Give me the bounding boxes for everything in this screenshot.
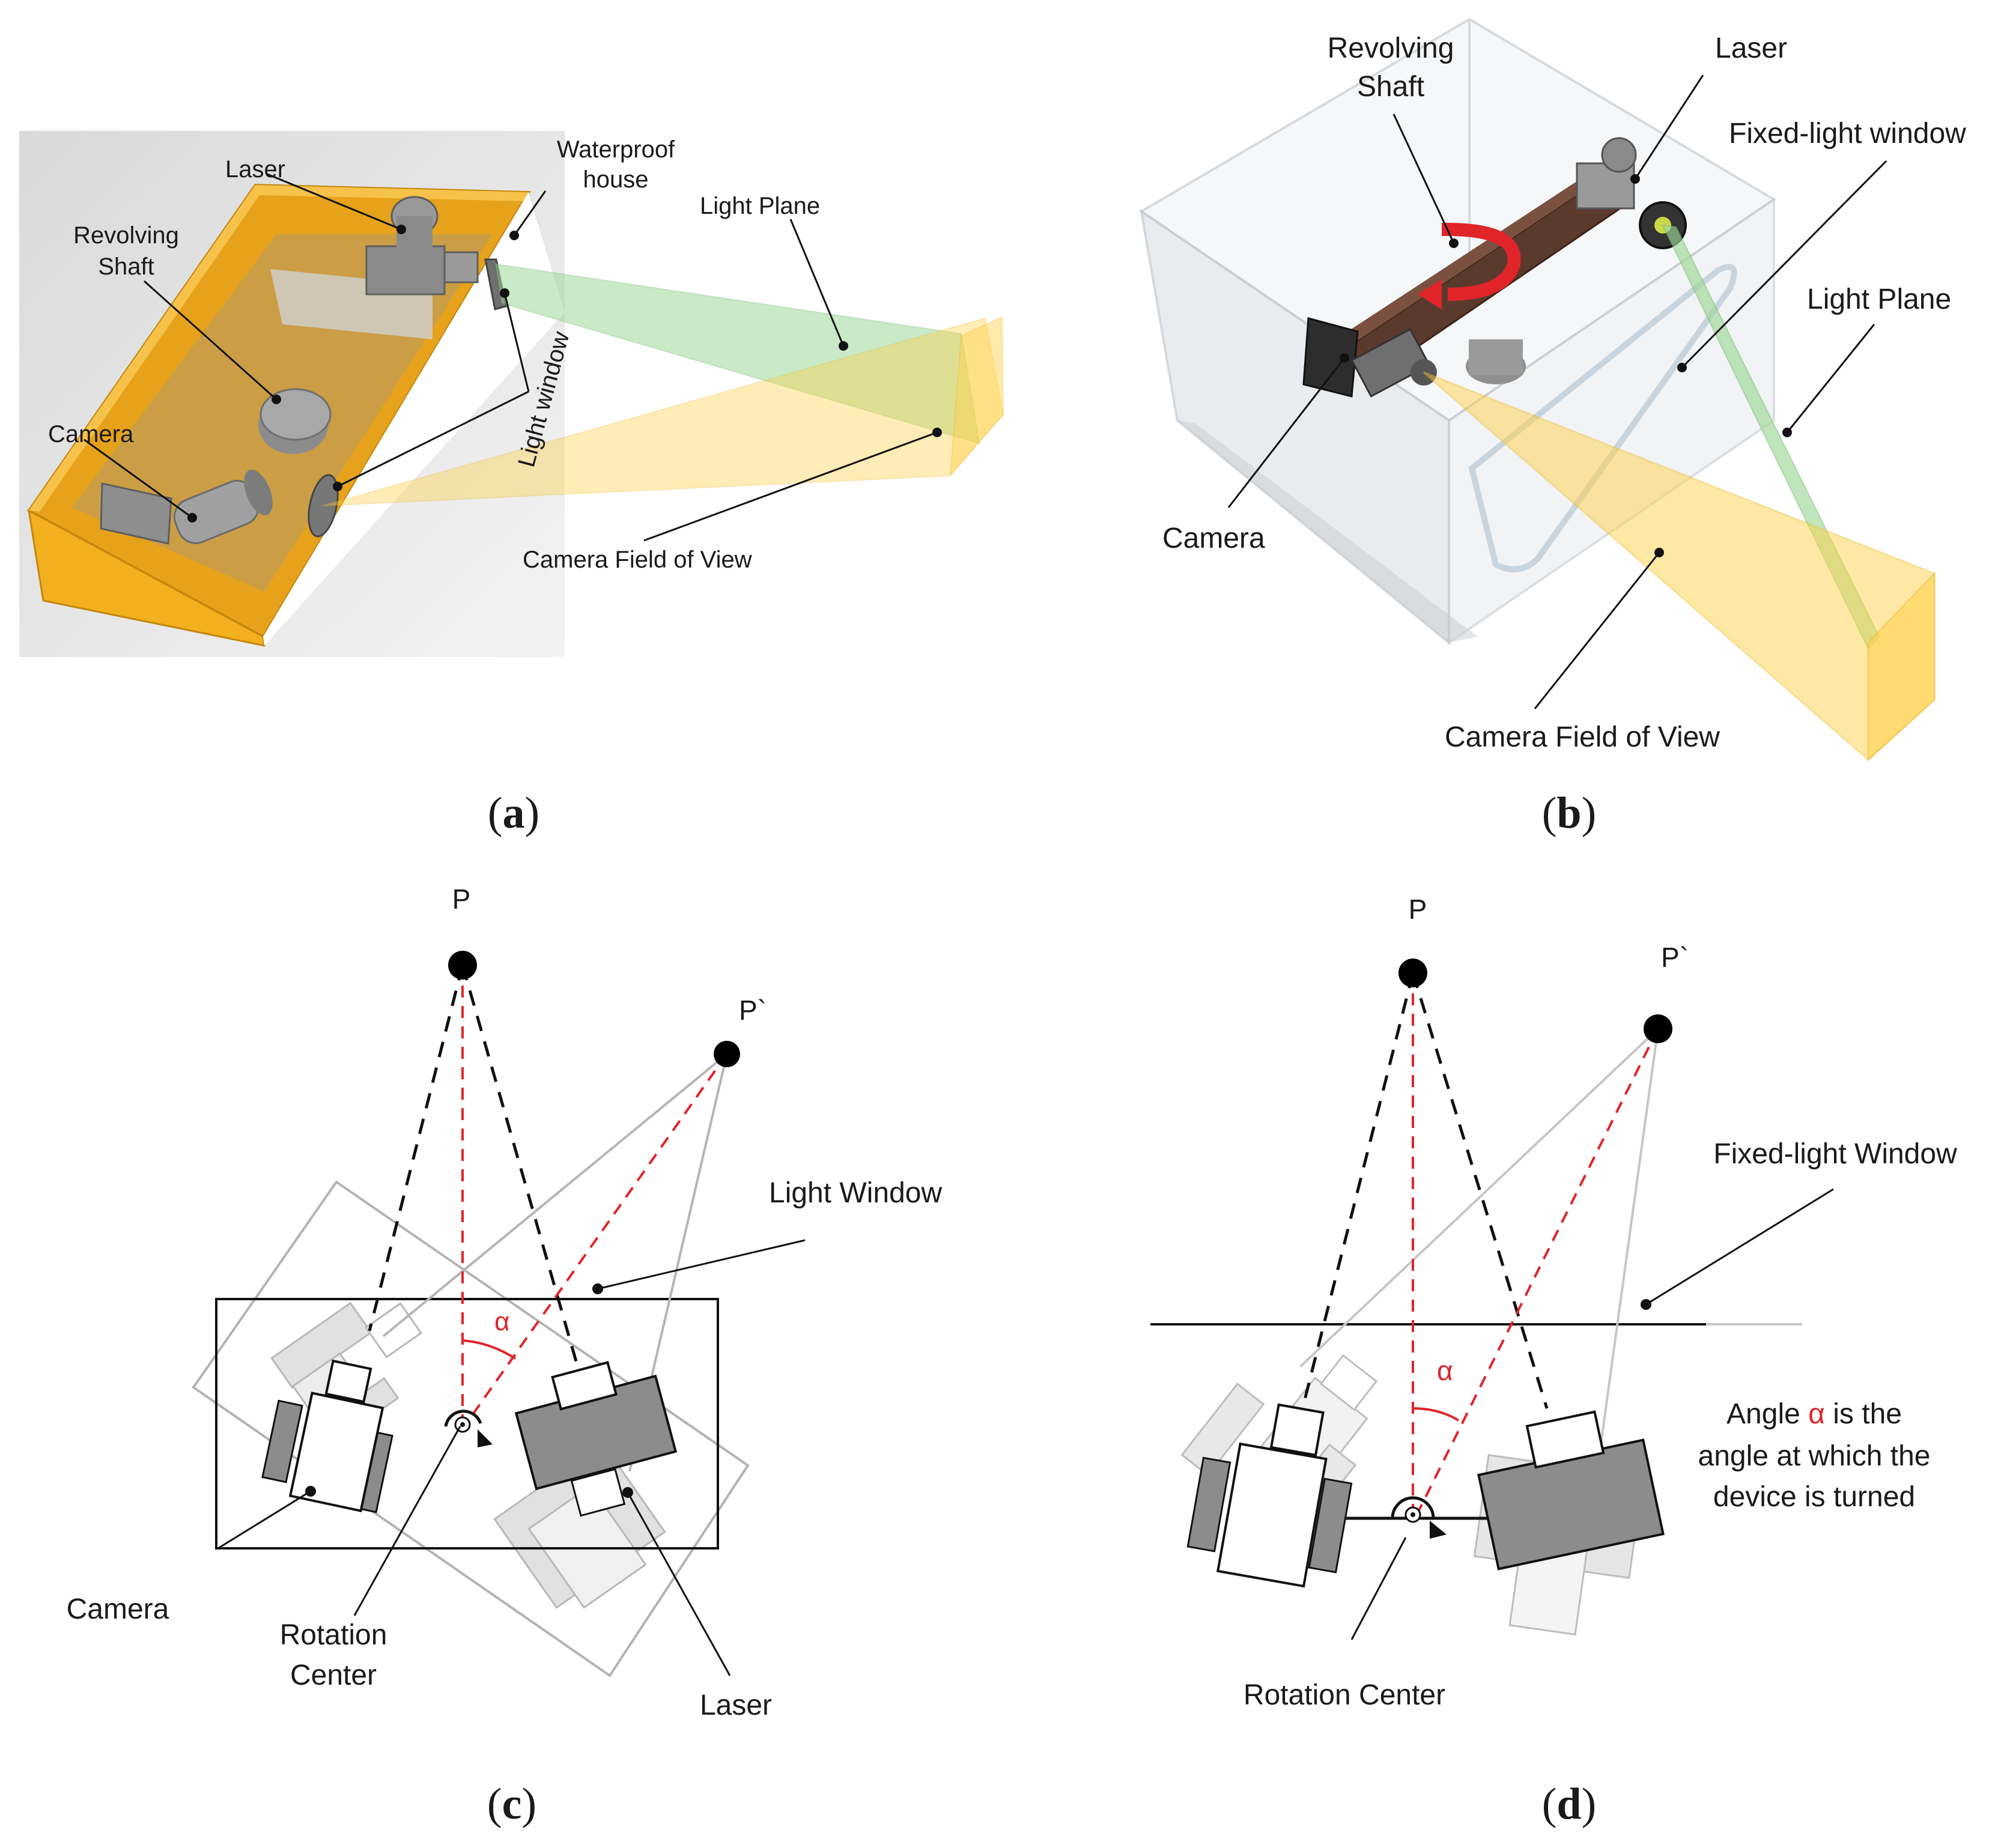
panel-a: Laser Waterproof house Revolving Shaft L… (19, 131, 1004, 657)
point-p-d (1398, 959, 1427, 987)
black-rays-d (1299, 972, 1549, 1417)
label-d-p-prime: P` (1661, 942, 1689, 973)
label-d-angle-line1: Angle α is the (1726, 1398, 1902, 1430)
camera-fov-frustum (323, 317, 1004, 506)
label-a-waterproof-line1: Waterproof (557, 136, 675, 163)
light-window-camera (308, 474, 339, 538)
caption-c: (c) (487, 1780, 536, 1829)
label-b-revolving-line2: Shaft (1357, 71, 1424, 103)
label-b-light-plane: Light Plane (1807, 283, 1951, 315)
panel-b-leader-dots (1340, 174, 1792, 557)
waterproof-housing-white-side (263, 192, 565, 646)
alpha-label-c: α (494, 1307, 509, 1336)
ghost-rays-d (1299, 1028, 1659, 1466)
label-d-p: P (1409, 894, 1427, 925)
laser-device-c (514, 1361, 678, 1517)
label-c-rotation-line2: Center (290, 1659, 377, 1691)
camera-device-d (1186, 1403, 1353, 1588)
caption-a: (a) (488, 789, 539, 838)
label-a-laser: Laser (225, 156, 285, 183)
label-d-rotation-center: Rotation Center (1243, 1679, 1445, 1711)
label-d-angle-line2: angle at which the (1698, 1440, 1931, 1472)
label-b-camera: Camera (1162, 523, 1265, 554)
rotation-arrow (1441, 222, 1521, 301)
alpha-arc-c (462, 1339, 517, 1360)
label-c-p-prime: P` (739, 995, 767, 1026)
label-c-camera: Camera (67, 1593, 169, 1625)
shaft-pedestal-body (1469, 339, 1523, 375)
camera-fov-end-b (1867, 571, 1936, 762)
label-b-fixed-light-window: Fixed-light window (1729, 118, 1966, 150)
label-b-laser: Laser (1715, 32, 1787, 64)
transparent-box-right (1448, 197, 1775, 645)
label-c-p: P (452, 883, 471, 915)
label-c-light-window: Light Window (769, 1177, 942, 1209)
label-a-camera-fov: Camera Field of View (523, 547, 752, 573)
alpha-arc-d (1412, 1407, 1460, 1422)
light-plane-green (495, 263, 980, 444)
revolving-arm-top (1335, 175, 1595, 348)
panel-d-leaders (1350, 1188, 1834, 1640)
caption-d: (d) (1542, 1780, 1596, 1829)
panel-b-leaders (1227, 74, 1887, 709)
panel-c-leaders (217, 1239, 806, 1676)
rotation-center-c (444, 1410, 493, 1447)
camera-unit (1302, 317, 1437, 398)
caption-b: (b) (1542, 789, 1596, 838)
label-b-revolving-line1: Revolving (1328, 32, 1454, 64)
panel-c: α (67, 883, 943, 1721)
panel-d: α P P` Fixed-l (1150, 894, 1957, 1711)
panel-c-leader-dots (305, 1283, 633, 1498)
rotation-center-d (1391, 1496, 1447, 1539)
point-p-c (448, 951, 477, 980)
camera-fov-end-face (949, 316, 1004, 477)
label-b-camera-fov: Camera Field of View (1445, 721, 1720, 753)
panel-a-leader-dots (187, 225, 942, 523)
label-a-revolving-line2: Shaft (98, 253, 154, 280)
label-d-fixed-light-window: Fixed-light Window (1713, 1138, 1957, 1170)
rotation-arrow-head (1418, 279, 1442, 309)
red-rays-d (1412, 973, 1659, 1513)
fixed-light-window-frame (1468, 264, 1737, 572)
label-a-light-plane: Light Plane (700, 193, 820, 219)
panel-b: Revolving Shaft Laser Fixed-light window… (1139, 17, 1966, 762)
point-p-prime-c (714, 1041, 740, 1067)
camera-device-c (261, 1359, 393, 1513)
black-rays-c (368, 965, 578, 1364)
point-p-prime-d (1644, 1014, 1672, 1043)
laser-device-d (1477, 1410, 1665, 1571)
label-c-laser: Laser (700, 1689, 772, 1721)
light-window-rect (215, 1298, 719, 1550)
camera-device (100, 470, 273, 545)
panel-a-leaders (84, 173, 938, 542)
red-rays-c (461, 965, 728, 1422)
alpha-label-d: α (1437, 1355, 1453, 1386)
panel-d-leader-dot (1641, 1299, 1651, 1310)
label-c-rotation-line1: Rotation (280, 1619, 387, 1651)
label-a-revolving-line1: Revolving (73, 222, 179, 249)
label-d-angle-line3: device is turned (1713, 1481, 1915, 1513)
label-a-waterproof-line2: house (583, 166, 649, 193)
label-a-camera: Camera (48, 421, 134, 447)
